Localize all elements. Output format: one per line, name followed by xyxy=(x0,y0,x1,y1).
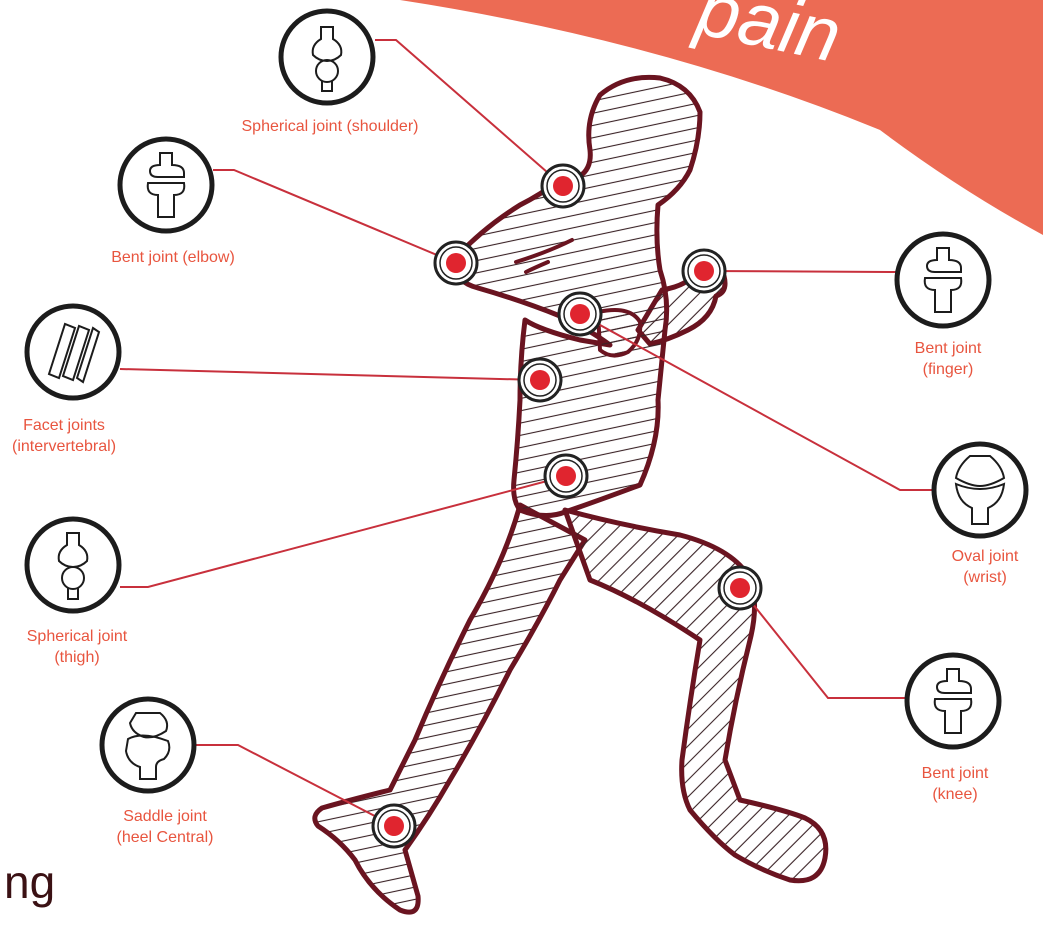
label-finger-line2: (finger) xyxy=(915,359,982,380)
marker-facet xyxy=(519,359,561,401)
marker-shoulder xyxy=(542,165,584,207)
leader-finger xyxy=(704,271,898,272)
label-wrist-line1: Oval joint xyxy=(952,546,1019,567)
saddle-joint-icon xyxy=(102,699,194,791)
marker-elbow xyxy=(435,242,477,284)
leader-shoulder xyxy=(375,40,563,186)
label-heel-line2: (heel Central) xyxy=(117,827,214,848)
facet-joint-icon xyxy=(27,306,119,398)
hinge-joint-icon xyxy=(120,139,212,231)
leader-knee xyxy=(740,588,906,698)
label-knee-line1: Bent joint xyxy=(922,763,989,784)
front-leg xyxy=(565,510,826,881)
front-hand xyxy=(598,310,640,356)
label-heel: Saddle joint (heel Central) xyxy=(117,806,214,848)
ball-joint-icon xyxy=(281,11,373,103)
label-facet-line1: Facet joints xyxy=(12,415,116,436)
label-knee: Bent joint (knee) xyxy=(922,763,989,805)
label-thigh-line2: (thigh) xyxy=(27,647,128,668)
label-wrist: Oval joint (wrist) xyxy=(952,546,1019,588)
marker-thigh xyxy=(545,455,587,497)
label-thigh-line1: Spherical joint xyxy=(27,626,128,647)
marker-finger xyxy=(683,250,725,292)
marker-knee xyxy=(719,567,761,609)
label-wrist-line2: (wrist) xyxy=(952,567,1019,588)
leader-facet xyxy=(120,369,540,380)
label-elbow: Bent joint (elbow) xyxy=(111,247,235,268)
label-shoulder: Spherical joint (shoulder) xyxy=(242,116,419,137)
hinge-joint-icon-finger xyxy=(897,234,989,326)
leader-elbow xyxy=(213,170,456,263)
hinge-joint-icon-knee xyxy=(907,655,999,747)
label-finger-line1: Bent joint xyxy=(915,338,982,359)
oval-joint-icon xyxy=(934,444,1026,536)
marker-wrist xyxy=(559,293,601,335)
label-elbow-line1: Bent joint (elbow) xyxy=(111,247,235,268)
label-shoulder-line1: Spherical joint (shoulder) xyxy=(242,116,419,137)
label-knee-line2: (knee) xyxy=(922,784,989,805)
label-thigh: Spherical joint (thigh) xyxy=(27,626,128,668)
label-finger: Bent joint (finger) xyxy=(915,338,982,380)
corner-heading-fragment: ng xyxy=(4,852,55,912)
label-facet: Facet joints (intervertebral) xyxy=(12,415,116,457)
marker-heel xyxy=(373,805,415,847)
label-facet-line2: (intervertebral) xyxy=(12,436,116,457)
ball-joint-icon-thigh xyxy=(27,519,119,611)
label-heel-line1: Saddle joint xyxy=(117,806,214,827)
back-leg xyxy=(315,505,585,912)
